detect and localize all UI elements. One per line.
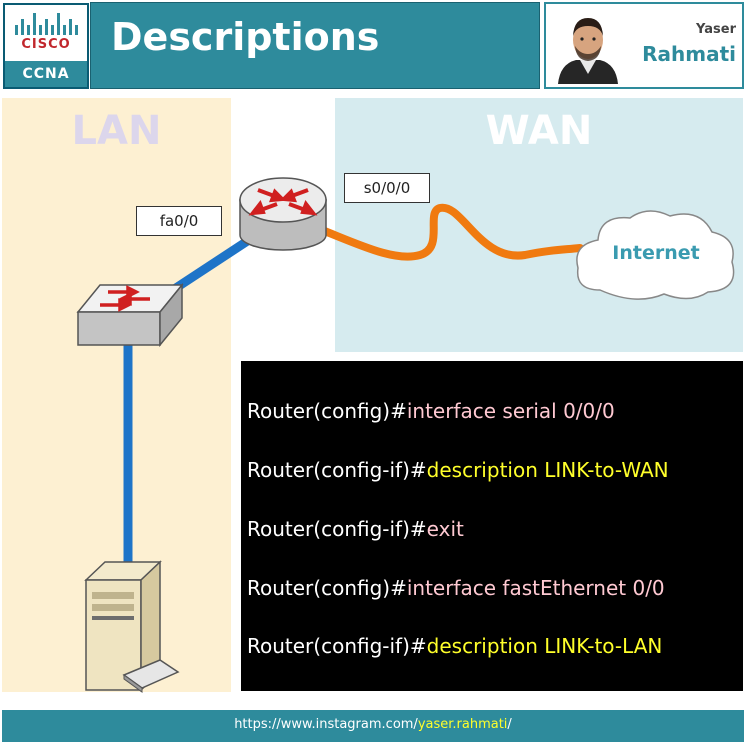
cli-command: description LINK-to-LAN (426, 634, 663, 658)
wan-interface-label: s0/0/0 (344, 173, 430, 203)
cli-command: interface fastEthernet 0/0 (406, 576, 665, 600)
server-icon (84, 560, 162, 692)
cli-panel: Router(config)#interface serial 0/0/0 Ro… (241, 361, 743, 691)
cli-line: Router(config)#interface serial 0/0/0 (247, 399, 615, 423)
logo-cert: CCNA (5, 61, 87, 87)
cli-command: description LINK-to-WAN (426, 458, 669, 482)
author-card: Yaser Rahmati (544, 2, 744, 89)
cloud-label: Internet (612, 242, 699, 264)
cli-command: interface serial 0/0/0 (406, 399, 615, 423)
cli-prompt: Router(config)# (247, 576, 407, 600)
cli-prompt: Router(config-if)# (247, 458, 427, 482)
cisco-ccna-logo: CISCO CCNA (3, 3, 89, 89)
cli-command: exit (426, 517, 464, 541)
lan-label: LAN (71, 108, 162, 154)
cli-prompt: Router(config)# (247, 399, 407, 423)
cli-line: Router(config)#interface fastEthernet 0/… (247, 576, 665, 600)
page-title: Descriptions (111, 15, 380, 59)
title-bar: Descriptions (90, 2, 540, 89)
footer-link[interactable]: https://www.instagram.com/yaser.rahmati/ (2, 717, 744, 732)
footer-handle: yaser.rahmati (417, 717, 508, 732)
lan-interface-label: fa0/0 (136, 206, 222, 236)
cli-line: Router(config-if)#exit (247, 517, 464, 541)
footer-url-suffix: / (507, 717, 512, 732)
keyboard-icon (122, 659, 180, 693)
serial-link (318, 203, 584, 261)
footer-url-prefix: https://www.instagram.com/ (234, 717, 418, 732)
cli-prompt: Router(config-if)# (247, 634, 427, 658)
author-first-name: Yaser (696, 22, 736, 37)
cli-prompt: Router(config-if)# (247, 517, 427, 541)
author-last-name: Rahmati (642, 42, 736, 66)
router-icon (239, 177, 327, 251)
internet-cloud-icon (576, 210, 735, 300)
cisco-bridge-icon (15, 13, 78, 35)
logo-brand: CISCO (21, 37, 71, 52)
footer-bar: https://www.instagram.com/yaser.rahmati/ (2, 710, 744, 742)
cli-line: Router(config-if)#description LINK-to-LA… (247, 634, 662, 658)
cli-line: Router(config-if)#description LINK-to-WA… (247, 458, 669, 482)
switch-icon (76, 282, 184, 348)
avatar (556, 8, 620, 84)
wan-label: WAN (485, 108, 593, 154)
